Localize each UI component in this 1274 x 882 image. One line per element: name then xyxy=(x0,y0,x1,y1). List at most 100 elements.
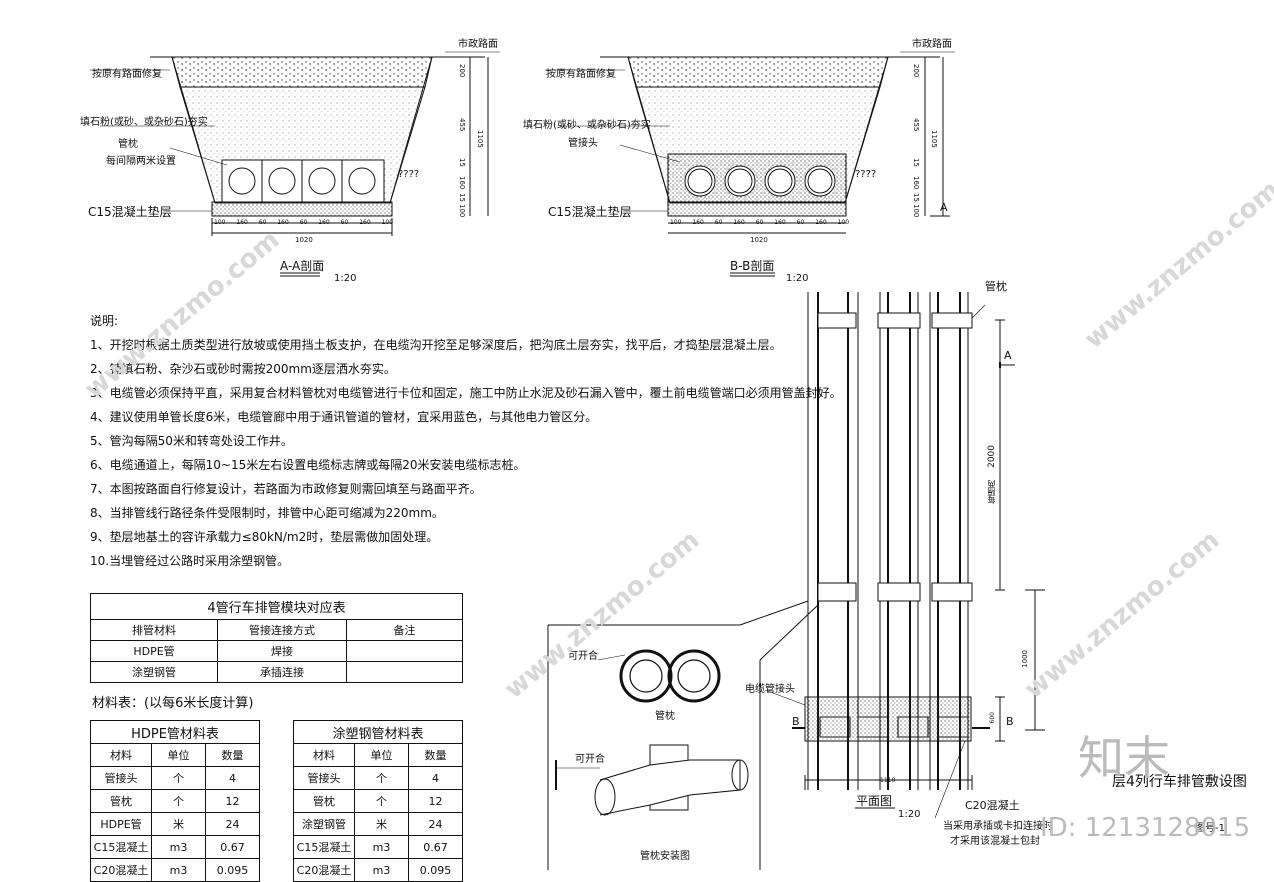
hdpe-header: 单位 xyxy=(151,743,206,767)
bb-section-mark: A xyxy=(940,201,948,214)
bb-dim-100: 100 xyxy=(912,204,920,218)
bb-scale: 1:20 xyxy=(786,273,809,284)
bb-width-dims: 100 160 60 160 60 160 60 160 100 xyxy=(670,220,849,226)
aa-dim: 60 xyxy=(258,219,267,226)
bb-base-label: C15混凝土垫层 xyxy=(548,205,632,219)
aa-dim-15b: 15 xyxy=(458,193,466,202)
module-cell: 承插连接 xyxy=(217,661,347,683)
steel-header: 材料 xyxy=(293,743,355,767)
steel-cell: 管接头 xyxy=(293,766,355,790)
module-cell xyxy=(346,640,463,662)
materials-caption: 材料表：(以每6米长度计算) xyxy=(92,696,254,711)
module-cell: HDPE管 xyxy=(90,640,218,662)
hdpe-cell: C20混凝土 xyxy=(90,858,152,882)
steel-cell: m3 xyxy=(354,858,409,882)
bb-fill-label: 填石粉(或砂、或杂砂石)夯实 xyxy=(523,120,651,131)
aa-total-width: 1020 xyxy=(295,236,313,244)
bb-dim: 160 xyxy=(774,219,786,226)
module-cell xyxy=(346,661,463,683)
steel-cell: 涂塑钢管 xyxy=(293,812,355,836)
plan-section-a: A xyxy=(1004,349,1012,362)
bb-dim: 60 xyxy=(755,219,764,226)
bb-dim: 100 xyxy=(670,219,682,226)
aa-title: A-A剖面 xyxy=(280,259,325,273)
aa-dim: 160 xyxy=(359,219,371,226)
note-item: 8、当排管线行路径条件受限制时，排管中心距可缩减为220mm。 xyxy=(90,506,444,520)
steel-cell: 个 xyxy=(354,766,409,790)
steel-table-title: 涂塑钢管材料表 xyxy=(293,720,463,744)
aa-dim: 100 xyxy=(381,219,394,226)
plan-note-2: 才采用该混凝土包封 xyxy=(950,836,1040,847)
plan-view xyxy=(764,292,1045,819)
bb-dim: 60 xyxy=(714,219,723,226)
module-header: 管接连接方式 xyxy=(217,619,347,641)
aa-dim: 160 xyxy=(236,219,248,226)
aa-dim-455: 455 xyxy=(458,118,466,132)
aa-dim: 160 xyxy=(277,219,289,226)
aa-dim-160: 160 xyxy=(458,176,466,190)
plan-pillow-label: 管枕 xyxy=(985,280,1007,293)
hdpe-cell: 4 xyxy=(205,766,260,790)
bb-marks: ???? xyxy=(855,169,877,180)
bb-repair-label: 按原有路面修复 xyxy=(546,69,616,80)
aa-repair-label: 按原有路面修复 xyxy=(92,69,162,80)
bb-dim-15a: 15 xyxy=(912,158,920,167)
note-item: 6、电缆通道上，每隔10~15米左右设置电缆标志牌或每隔20米安装电缆标志桩。 xyxy=(90,458,526,472)
note-item: 3、电缆管必须保持平直，采用复合材料管枕对电缆管进行卡位和固定，施工中防止水泥及… xyxy=(90,386,842,400)
bb-dim-455: 455 xyxy=(912,118,920,132)
bb-total-width: 1020 xyxy=(750,236,768,244)
note-item: 9、垫层地基土的容许承载力≤80kN/m2时，垫层需做加固处理。 xyxy=(90,530,439,544)
aa-width-dims: 100 160 60 160 60 160 60 160 100 xyxy=(214,220,393,226)
drawing-number: 图号-1 xyxy=(1195,823,1225,834)
aa-dim-1105: 1105 xyxy=(476,130,484,148)
aa-dim-200: 200 xyxy=(458,64,466,78)
hdpe-cell: m3 xyxy=(151,835,206,859)
hdpe-cell: 个 xyxy=(151,789,206,813)
aa-pillow-label: 管枕 xyxy=(118,139,138,150)
bb-joint-label: 管接头 xyxy=(568,138,598,149)
aa-dim: 160 xyxy=(318,219,330,226)
steel-cell: 米 xyxy=(354,812,409,836)
detail-open-label-2: 可开合 xyxy=(575,754,605,765)
detail-pillow-label: 管枕 xyxy=(655,711,675,722)
aa-dim-100: 100 xyxy=(458,204,466,218)
bb-surface-label: 市政路面 xyxy=(912,39,952,50)
drawing-title: 层4列行车排管敷设图 xyxy=(1112,774,1247,790)
hdpe-cell: 管接头 xyxy=(90,766,152,790)
module-table-title: 4管行车排管模块对应表 xyxy=(90,593,463,620)
hdpe-cell: 0.095 xyxy=(205,858,260,882)
bb-dim-160: 160 xyxy=(912,176,920,190)
aa-pillow-note: 每间隔两米设置 xyxy=(106,156,176,167)
note-item: 1、开挖时根据土质类型进行放坡或使用挡土板支护，在电缆沟开挖至足够深度后，把沟底… xyxy=(90,338,782,352)
detail-frame xyxy=(547,600,819,870)
note-item: 10.当埋管经过公路时采用涂塑钢管。 xyxy=(90,554,290,568)
module-cell: 焊接 xyxy=(217,640,347,662)
section-aa xyxy=(90,51,500,277)
aa-fill-label: 填石粉(或砂、或杂砂石)夯实 xyxy=(80,117,208,128)
steel-header: 数量 xyxy=(408,743,463,767)
aa-scale: 1:20 xyxy=(334,273,357,284)
bb-dim: 60 xyxy=(796,219,805,226)
note-item: 2、铺填石粉、杂沙石或砂时需按200mm逐层洒水夯实。 xyxy=(90,362,396,376)
hdpe-table-title: HDPE管材料表 xyxy=(90,720,260,744)
watermark-logo: 知末 xyxy=(1078,731,1170,785)
hdpe-cell: 米 xyxy=(151,812,206,836)
plan-dim-2000: 2000 xyxy=(987,445,997,468)
plan-joint-label: 电缆管接头 xyxy=(745,684,795,695)
steel-cell: 12 xyxy=(408,789,463,813)
bb-dim: 160 xyxy=(733,219,745,226)
hdpe-cell: C15混凝土 xyxy=(90,835,152,859)
steel-cell: m3 xyxy=(354,835,409,859)
hdpe-cell: 个 xyxy=(151,766,206,790)
hdpe-header: 材料 xyxy=(90,743,152,767)
hdpe-header: 数量 xyxy=(205,743,260,767)
hdpe-cell: 24 xyxy=(205,812,260,836)
bb-dim: 160 xyxy=(815,219,827,226)
steel-cell: 个 xyxy=(354,789,409,813)
note-item: 5、管沟每隔50米和转弯处设工作井。 xyxy=(90,434,293,448)
plan-section-b-left: B xyxy=(792,715,800,728)
hdpe-cell: HDPE管 xyxy=(90,812,152,836)
plan-dim-1000: 1000 xyxy=(1021,650,1029,668)
plan-title: 平面图 xyxy=(856,794,893,808)
